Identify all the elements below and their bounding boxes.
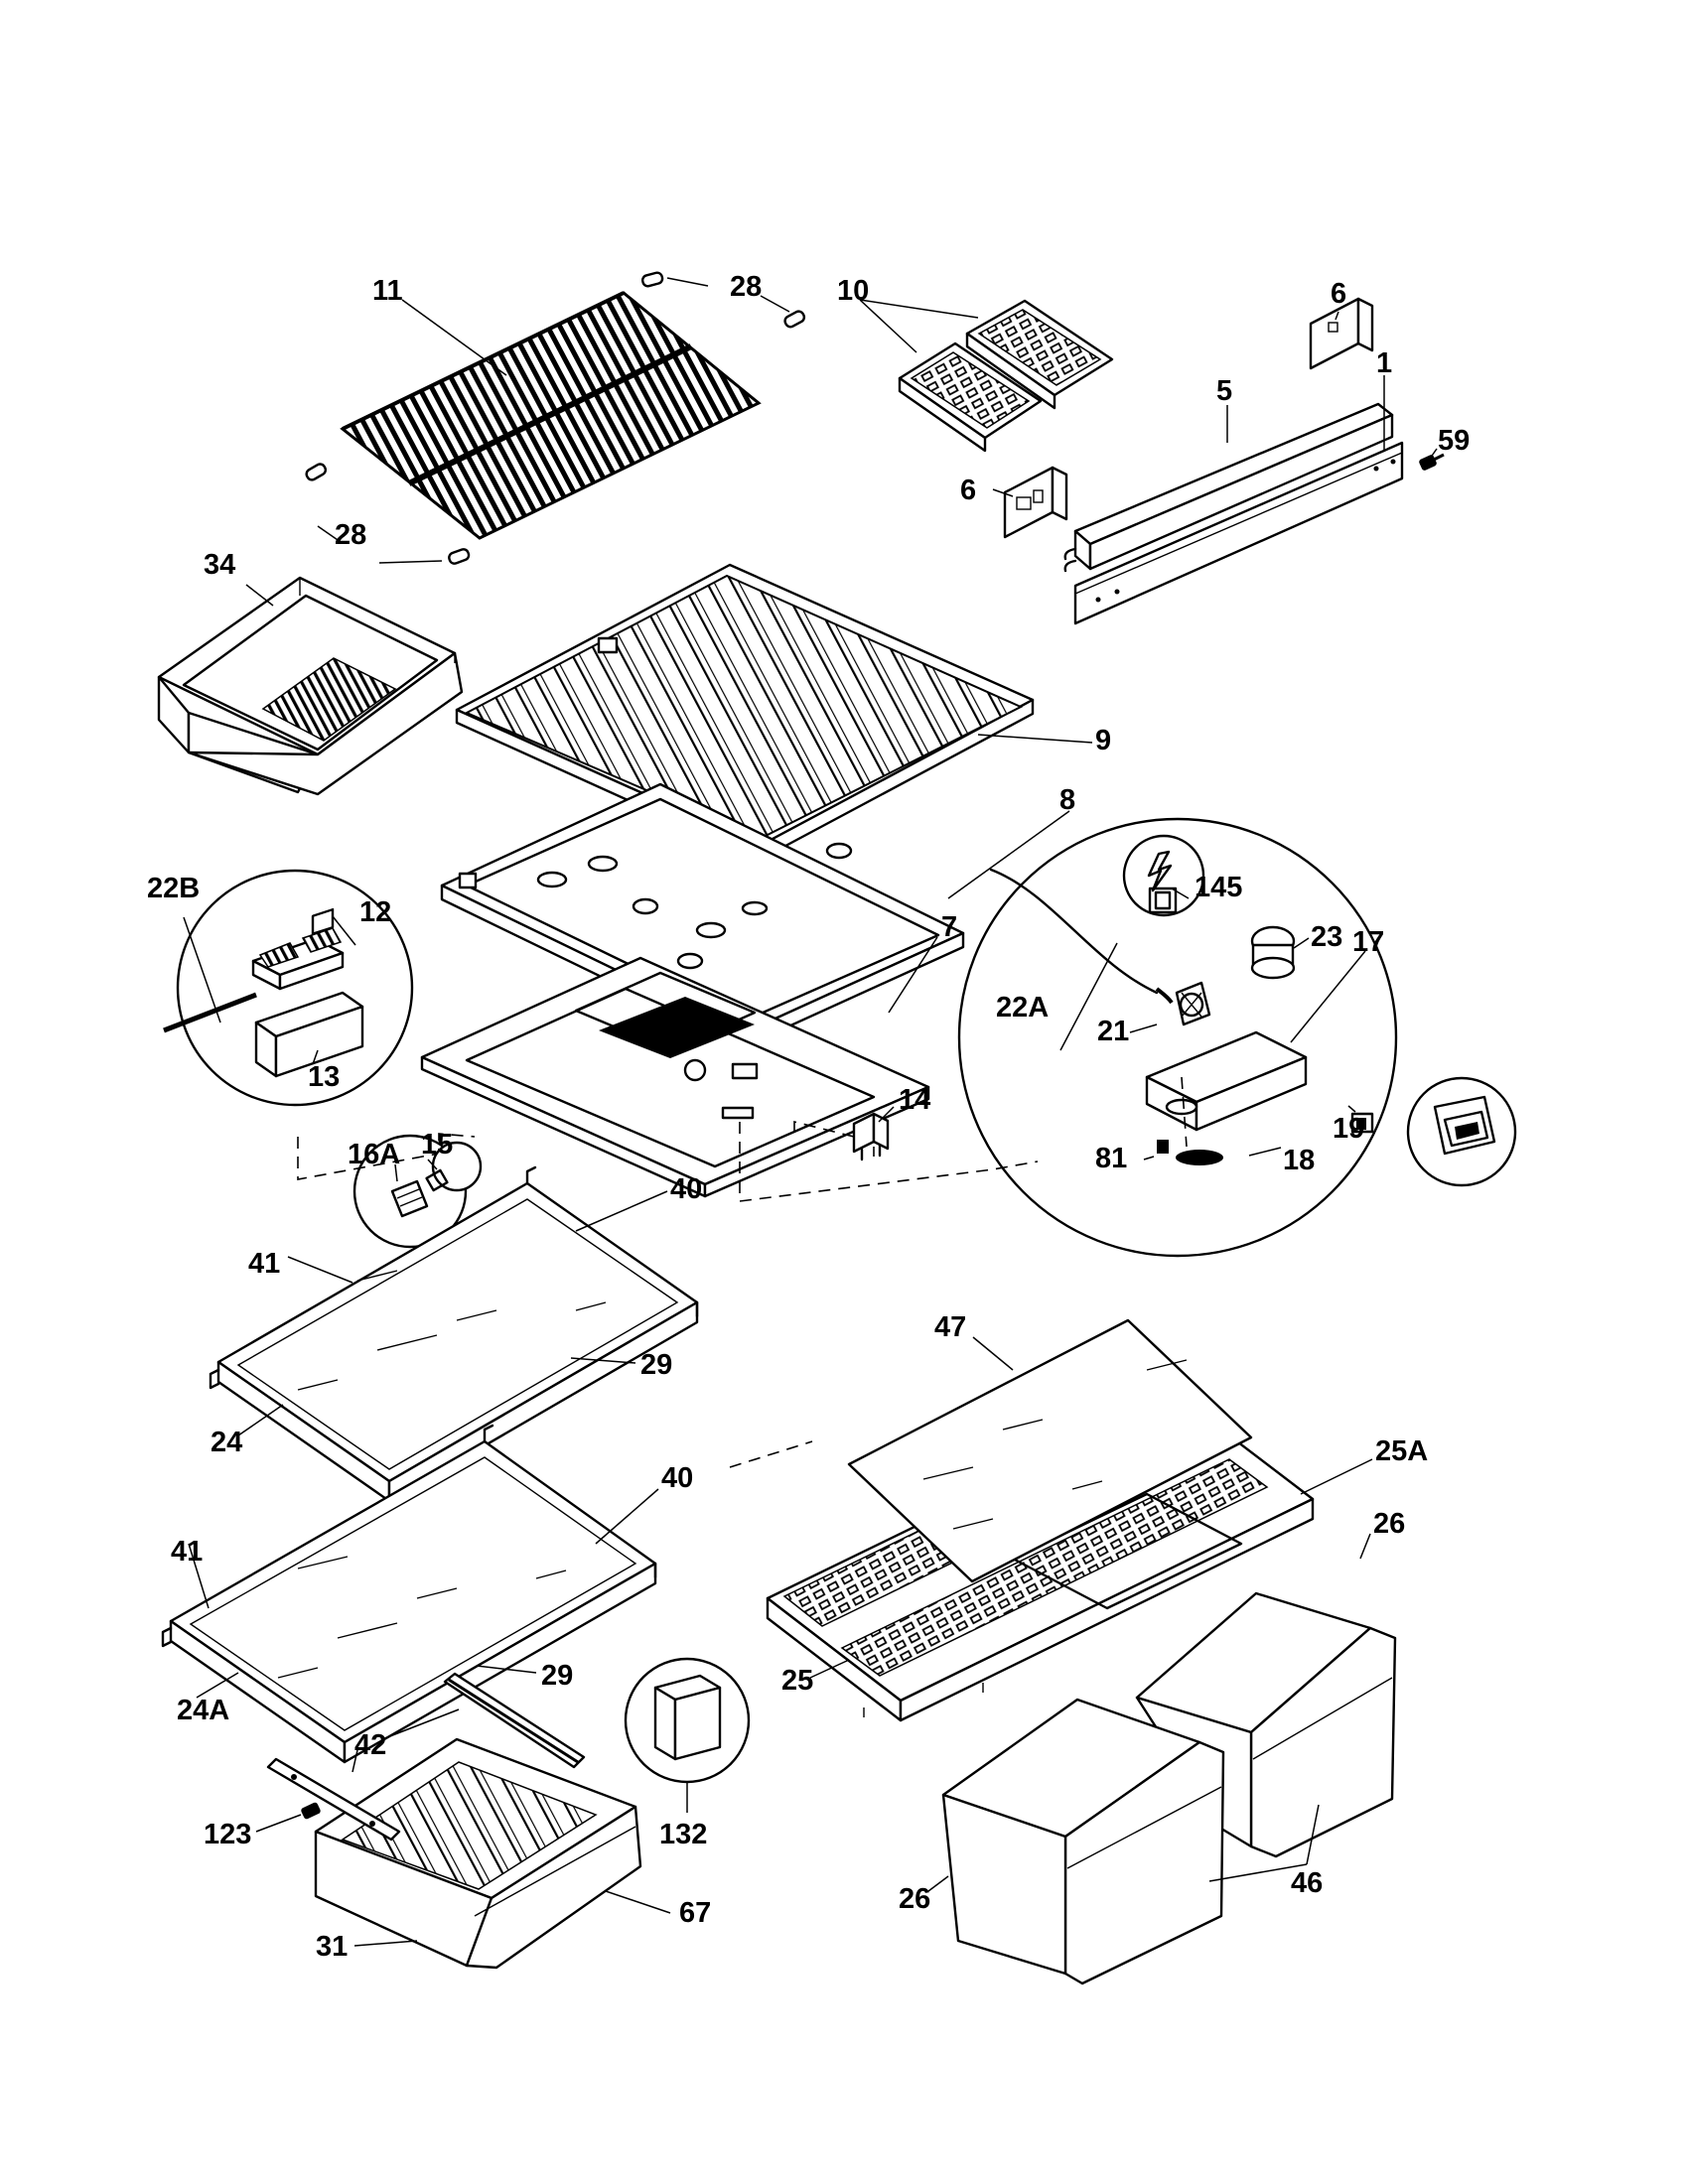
control-housing [440, 782, 965, 1048]
crisper-glass-cover [847, 1318, 1253, 1583]
callout-22A: 22A [996, 992, 1049, 1024]
callout-8: 8 [1059, 784, 1075, 816]
callout-18: 18 [1283, 1145, 1315, 1176]
callout-145: 145 [1195, 872, 1242, 903]
glass-shelf-lower [161, 1424, 657, 1764]
callout-123: 123 [204, 1819, 251, 1850]
callout-16A: 16A [348, 1139, 400, 1170]
callout-11: 11 [372, 275, 403, 307]
detail-circle-control [957, 817, 1398, 1258]
callout-42: 42 [354, 1729, 386, 1761]
baffle-panel [420, 956, 930, 1198]
callout-25: 25 [781, 1665, 813, 1697]
rear-channel-assembly [1063, 402, 1404, 625]
callout-6-mid: 6 [960, 475, 976, 506]
detail-circle-rocker [1406, 1076, 1517, 1187]
callout-59: 59 [1438, 425, 1470, 457]
screw-123 [301, 1802, 321, 1820]
callout-23: 23 [1311, 921, 1342, 953]
callout-12: 12 [359, 896, 391, 928]
callout-13: 13 [308, 1061, 340, 1093]
detail-circle-damper [163, 869, 414, 1107]
wire-shelf [340, 291, 762, 540]
bracket-lower [1003, 466, 1068, 539]
glass-shelf-upper [209, 1165, 699, 1503]
callout-24: 24 [211, 1427, 242, 1458]
leader-lines [183, 277, 1438, 1947]
callout-28-top: 28 [730, 271, 762, 303]
callout-14: 14 [899, 1084, 930, 1116]
callout-81: 81 [1095, 1143, 1127, 1174]
callout-26-upper: 26 [1373, 1508, 1405, 1540]
detail-circle-light [352, 1134, 483, 1249]
callout-10: 10 [837, 275, 869, 307]
callout-67: 67 [679, 1897, 711, 1929]
ice-cube-trays [898, 299, 1114, 453]
callout-31: 31 [316, 1931, 348, 1963]
switch-14 [852, 1112, 890, 1161]
callout-40-upper: 40 [670, 1173, 702, 1205]
callout-21: 21 [1097, 1016, 1129, 1047]
detail-circle-clip [624, 1657, 751, 1784]
callout-29-lower: 29 [541, 1660, 573, 1692]
callout-1: 1 [1376, 347, 1392, 379]
callout-132: 132 [659, 1819, 707, 1850]
callout-15: 15 [421, 1129, 453, 1160]
callout-46: 46 [1291, 1867, 1323, 1899]
callout-47: 47 [934, 1311, 966, 1343]
callout-40-lower: 40 [661, 1462, 693, 1494]
crisper-bin-left [941, 1698, 1225, 1985]
callout-41-upper: 41 [248, 1248, 280, 1280]
callout-28-left: 28 [335, 519, 366, 551]
callout-25A: 25A [1375, 1435, 1428, 1467]
callout-22B: 22B [147, 873, 200, 904]
callout-29-upper: 29 [640, 1349, 672, 1381]
callout-6-top: 6 [1331, 278, 1346, 310]
callout-7: 7 [941, 911, 957, 943]
freezer-basket [157, 576, 464, 796]
callout-34: 34 [204, 549, 235, 581]
drawer-slide-rails [266, 1672, 586, 1842]
bracket-upper [1309, 297, 1374, 370]
callout-17: 17 [1352, 926, 1384, 958]
callout-26-lower: 26 [899, 1883, 930, 1915]
callout-labels: 11 28 10 6 1 5 59 6 28 34 9 8 22B 12 13 … [147, 271, 1470, 1963]
callout-41-lower: 41 [171, 1536, 203, 1568]
shelf-support-pegs [305, 271, 806, 565]
callout-24A: 24A [177, 1695, 229, 1726]
callout-9: 9 [1095, 725, 1111, 756]
screw-59 [1419, 453, 1445, 471]
meat-drawer [314, 1737, 642, 1970]
callout-5: 5 [1216, 375, 1232, 407]
callout-19: 19 [1333, 1113, 1364, 1145]
divider-top-panel [455, 563, 1035, 862]
